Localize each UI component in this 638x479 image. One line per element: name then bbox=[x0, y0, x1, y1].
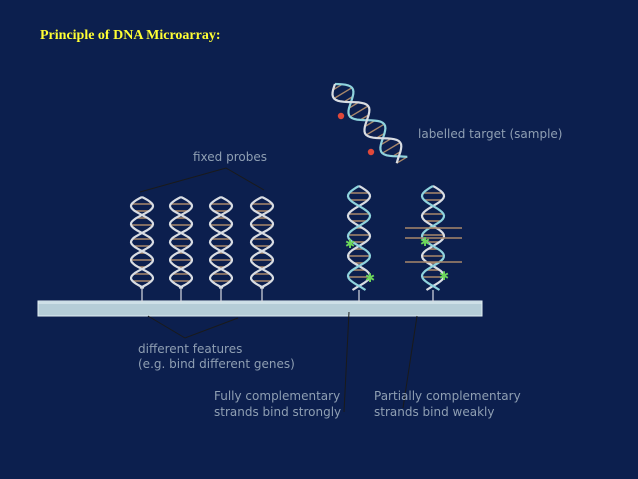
different-features-label-line1: different features bbox=[138, 342, 243, 356]
fully-complementary-helix bbox=[346, 185, 372, 302]
target-label-dot-2 bbox=[367, 148, 375, 156]
labelled-target-label: labelled target (sample) bbox=[418, 127, 563, 141]
partially-complementary-label-line2: strands bind weakly bbox=[374, 405, 495, 419]
partially-complementary-label-line1: Partially complementary bbox=[374, 389, 521, 403]
fixed-probes-bracket bbox=[139, 167, 265, 193]
fluor-marker-star-2: ✱ bbox=[365, 271, 375, 285]
slide-title: Principle of DNA Microarray: bbox=[40, 28, 221, 43]
fluor-marker-star-1: ✱ bbox=[345, 237, 355, 251]
fixed-probe-helix-2 bbox=[168, 196, 194, 302]
different-features-label-line2: (e.g. bind different genes) bbox=[138, 357, 295, 371]
fixed-probe-helix-1 bbox=[129, 196, 155, 302]
fully-complementary-label-line2: strands bind strongly bbox=[214, 405, 342, 419]
labelled-target-strand bbox=[331, 82, 408, 164]
features-bracket bbox=[147, 315, 239, 339]
fluor-marker-star-4: ✱ bbox=[439, 269, 449, 283]
fully-complementary-label-line1: Fully complementary bbox=[214, 389, 341, 403]
fully-pointer-line bbox=[343, 311, 350, 413]
fixed-probe-helix-3 bbox=[208, 196, 234, 302]
glass-slide bbox=[37, 300, 483, 317]
fixed-probe-helix-4 bbox=[249, 196, 275, 302]
partial-pointer-line bbox=[402, 315, 418, 409]
fixed-probes-label: fixed probes bbox=[193, 150, 267, 164]
target-label-dot-1 bbox=[337, 112, 345, 120]
fluor-marker-star-3: ✱ bbox=[420, 235, 430, 249]
